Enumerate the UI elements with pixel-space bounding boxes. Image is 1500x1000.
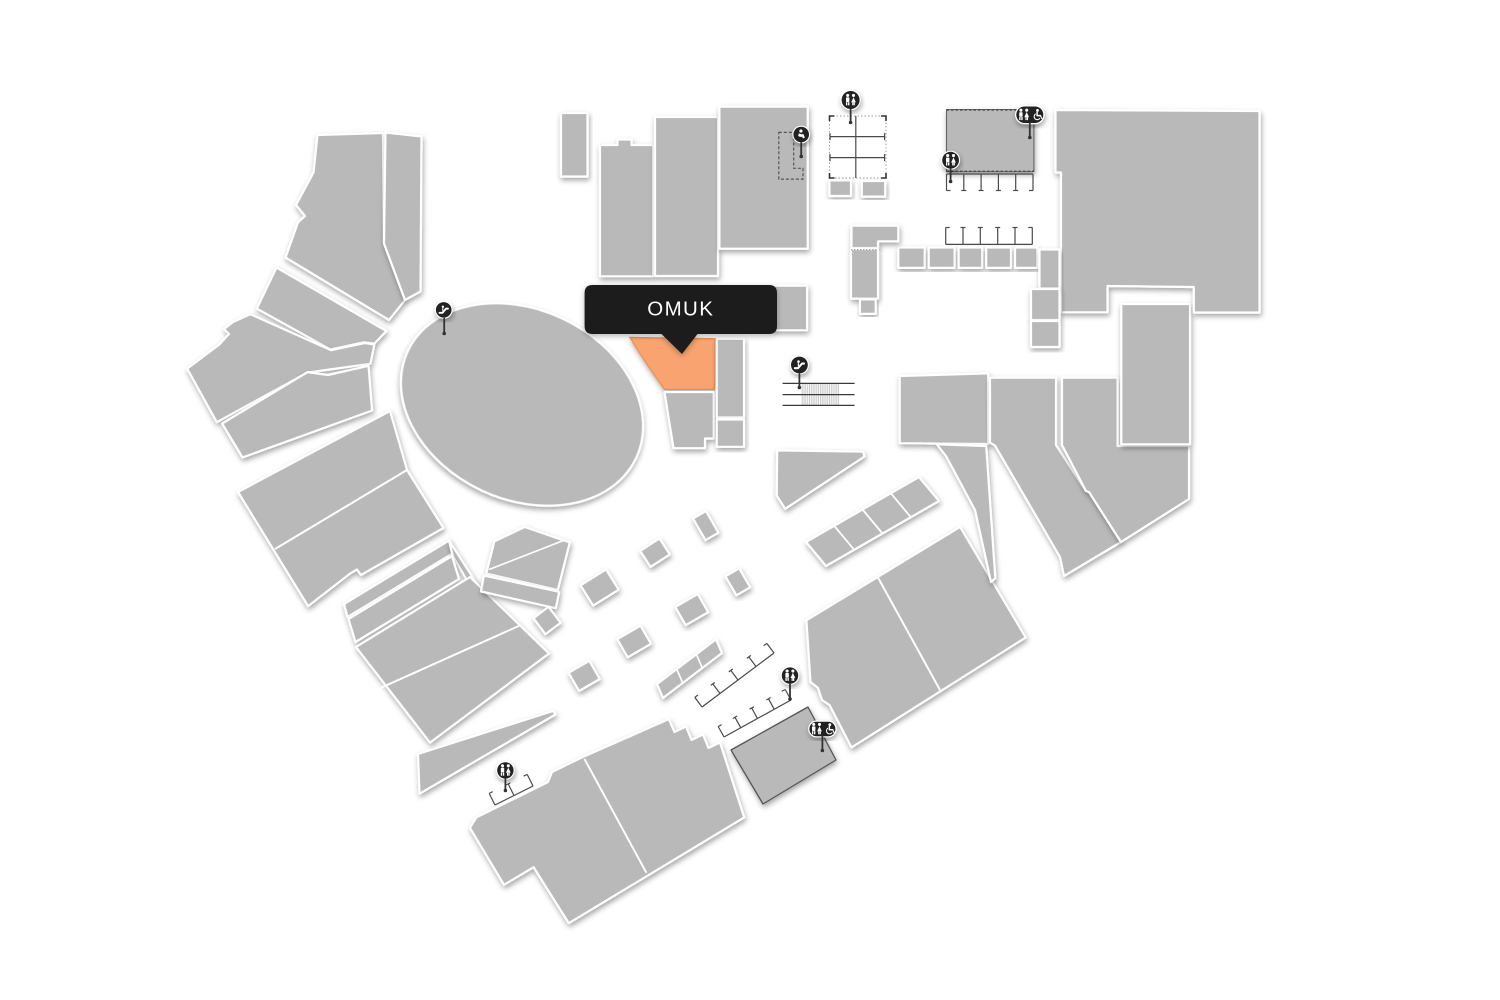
svg-text:OMUK: OMUK	[647, 298, 714, 321]
